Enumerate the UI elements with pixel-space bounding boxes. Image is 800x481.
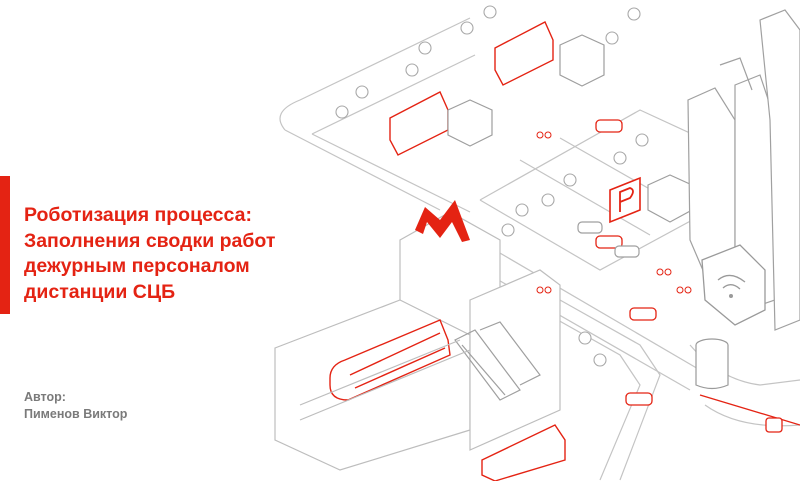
metro-logo-icon — [415, 200, 470, 242]
title-line: дежурным персоналом — [24, 255, 250, 277]
author-name: Пименов Виктор — [24, 407, 128, 421]
author-block: Автор: Пименов Виктор — [24, 389, 127, 423]
title-line: дистанции СЦБ — [24, 280, 176, 303]
author-label: Автор: — [24, 390, 66, 404]
parking-sign-icon — [609, 176, 641, 224]
bus — [389, 21, 566, 481]
accent-bar — [0, 176, 10, 314]
title-line: Заполнения сводки работ — [24, 229, 276, 252]
title-line: Роботизация процесса: — [24, 204, 252, 226]
slide-title: Роботизация процесса: Заполнения сводки … — [24, 203, 354, 305]
wifi-sign-icon — [701, 244, 766, 326]
